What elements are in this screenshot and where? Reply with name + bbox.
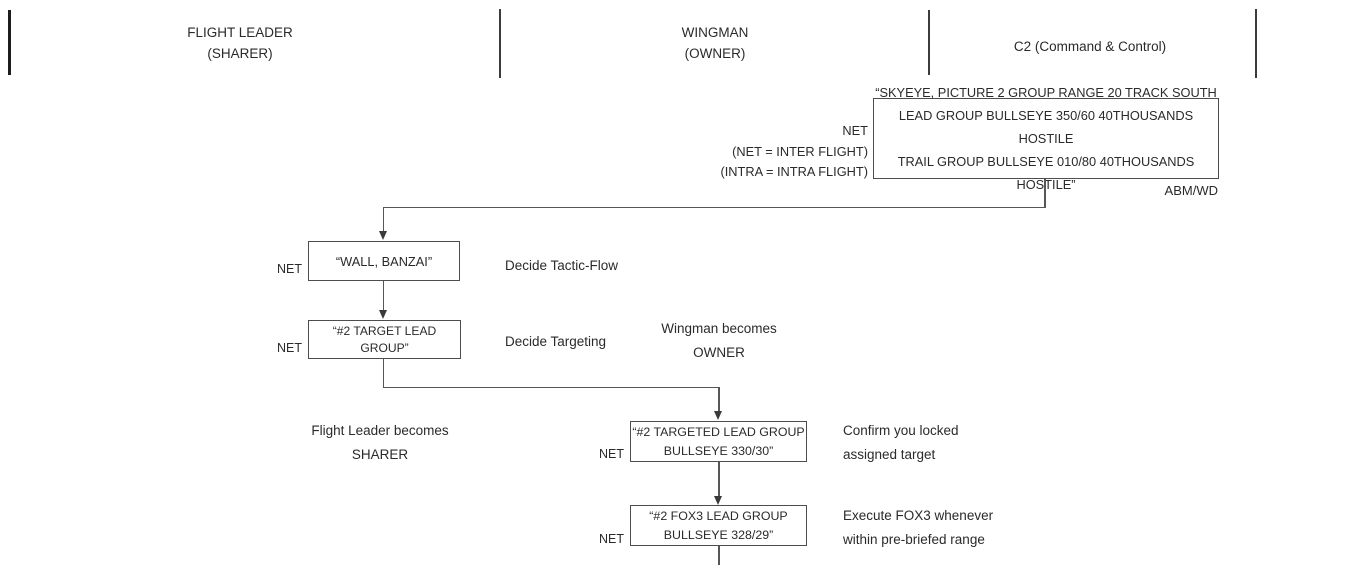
fox3-lead-group-line2: BULLSEYE 328/29” [663,527,774,542]
lane-header-c2-line1: C2 (Command & Control) [1013,39,1167,54]
lane-header-wingman: WINGMAN (OWNER) [595,22,835,64]
net-label-targeted: NET [599,447,624,461]
c2-picture-call-line3: TRAIL GROUP BULLSEYE 010/80 40THOUSANDS … [897,154,1195,192]
targeted-lead-group-line2: BULLSEYE 330/30” [663,443,774,458]
arrowhead-fox3 [714,496,722,505]
lane-divider-wingman-c2 [928,10,930,75]
lane-left-edge-line [8,10,11,75]
note-wingman-line2: OWNER [693,344,745,360]
net-label-wall: NET [277,262,302,276]
arrowhead-wall [378,231,387,240]
annotation-confirm-lock-line1: Confirm you locked [843,423,959,438]
annotation-execute-fox3: Execute FOX3 whenever within pre-briefed… [843,504,993,551]
annotation-confirm-lock-line2: assigned target [843,446,936,462]
annotation-confirm-lock: Confirm you locked assigned target [843,419,959,466]
net-label-target: NET [277,341,302,355]
fox3-lead-group-box: “#2 FOX3 LEAD GROUP BULLSEYE 328/29” [630,505,807,546]
annotation-execute-fox3-line1: Execute FOX3 whenever [843,508,994,523]
connector-main-horizontal [382,206,1046,208]
lane-header-flight-leader-line2: (SHARER) [207,46,273,61]
target-lead-group-box: “#2 TARGET LEAD GROUP” [308,320,461,359]
connector-wall-to-target [382,281,384,311]
note-flight-leader-becomes-sharer: Flight Leader becomes SHARER [290,419,470,466]
connector-to-wall [382,206,384,233]
connector-targeted-to-fox3 [718,461,720,498]
annotation-decide-tactic-flow: Decide Tactic-Flow [505,258,619,273]
c2-picture-call-line2: LEAD GROUP BULLSEYE 350/60 40THOUSANDS H… [898,108,1194,146]
c2-picture-call-line1: “SKYEYE, PICTURE 2 GROUP RANGE 20 TRACK … [875,85,1217,100]
targeted-lead-group-box: “#2 TARGETED LEAD GROUP BULLSEYE 330/30” [630,421,807,462]
note-wingman-line1: Wingman becomes [661,321,777,336]
arrowhead-targeted [714,411,722,420]
annotation-execute-fox3-line2: within pre-briefed range [843,531,985,547]
lane-header-wingman-line2: (OWNER) [684,46,746,61]
connector-fox3-continue [718,545,720,565]
connector-target-elbow-down [382,358,384,388]
note-flight-leader-line2: SHARER [351,446,409,462]
lane-divider-flightleader-wingman [499,9,501,78]
net-legend-line1: NET [842,123,868,138]
c2-picture-call-box: “SKYEYE, PICTURE 2 GROUP RANGE 20 TRACK … [873,85,1219,192]
connector-target-elbow-horizontal [382,386,720,388]
lane-header-wingman-line1: WINGMAN [681,25,749,40]
arrowhead-target [378,310,387,319]
note-flight-leader-line1: Flight Leader becomes [311,423,449,438]
lane-header-flight-leader: FLIGHT LEADER (SHARER) [120,22,360,64]
lane-right-edge-line [1255,9,1257,78]
connector-c2-drop [1044,179,1046,208]
annotation-decide-targeting: Decide Targeting [505,334,607,349]
wall-banzai-box: “WALL, BANZAI” [308,241,460,281]
lane-header-flight-leader-line1: FLIGHT LEADER [187,25,293,40]
net-legend-line3: (INTRA = INTRA FLIGHT) [720,164,868,179]
connector-to-targeted [718,386,720,413]
abm-wd-label: ABM/WD [1164,183,1218,198]
fox3-lead-group-line1: “#2 FOX3 LEAD GROUP [649,509,788,523]
net-label-fox3: NET [599,532,624,546]
net-legend: NET (NET = INTER FLIGHT) (INTRA = INTRA … [640,121,868,183]
note-wingman-becomes-owner: Wingman becomes OWNER [630,317,808,364]
lane-header-c2: C2 (Command & Control) [950,36,1230,57]
wall-banzai-label: “WALL, BANZAI” [335,253,433,269]
targeted-lead-group-line1: “#2 TARGETED LEAD GROUP [632,425,805,439]
target-lead-group-label: “#2 TARGET LEAD GROUP” [332,323,437,355]
net-legend-line2: (NET = INTER FLIGHT) [732,143,868,159]
